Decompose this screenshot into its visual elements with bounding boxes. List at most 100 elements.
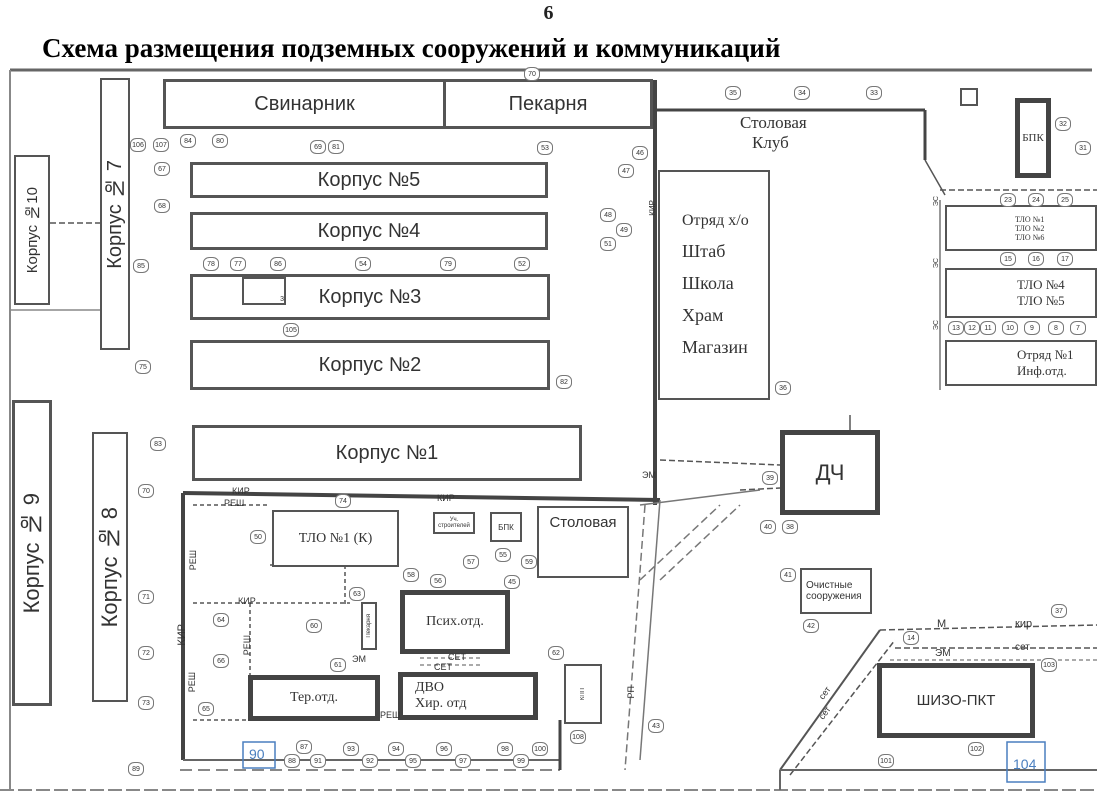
building-psih-otd: Псих.отд. xyxy=(400,590,510,654)
well-marker: 102 xyxy=(968,742,984,756)
tag-set-right: сет xyxy=(1015,642,1030,653)
well-marker: 68 xyxy=(154,199,170,213)
building-korpus-7: Корпус № 7 xyxy=(100,78,130,350)
building-korpus-2: Корпус №2 xyxy=(190,340,550,390)
korpus-4-label: Корпус №4 xyxy=(317,219,421,242)
well-marker: 65 xyxy=(198,702,214,716)
building-korpus-4: Корпус №4 xyxy=(190,212,548,250)
well-marker: 32 xyxy=(1055,117,1071,131)
well-marker: 86 xyxy=(270,257,286,271)
building-bpk-top: БПК xyxy=(1015,98,1051,178)
well-marker: 82 xyxy=(556,375,572,389)
building-dch: ДЧ xyxy=(780,430,880,515)
well-marker: 10 xyxy=(1002,321,1018,335)
well-marker: 70 xyxy=(138,484,154,498)
tag-resh-left2: РЕШ xyxy=(187,672,197,693)
gate-90: 90 xyxy=(249,746,265,762)
well-marker: 83 xyxy=(150,437,166,451)
svinarnik-label: Свинарник xyxy=(254,92,355,115)
well-marker: 7 xyxy=(1070,321,1086,335)
well-marker: 106 xyxy=(130,138,146,152)
well-marker: 98 xyxy=(497,742,513,756)
well-marker: 71 xyxy=(138,590,154,604)
tag-resh-v2: РЕШ xyxy=(380,710,401,720)
well-marker: 9 xyxy=(1024,321,1040,335)
well-marker: 92 xyxy=(362,754,378,768)
korpus-10-label: Корпус №10 xyxy=(23,186,41,274)
well-marker: 55 xyxy=(495,548,511,562)
hram-label: Храм xyxy=(682,305,724,325)
dvo-label: ДВО xyxy=(415,680,444,695)
shizo-label: ШИЗО-ПКТ xyxy=(916,692,996,709)
korpus-2-label: Корпус №2 xyxy=(318,353,422,376)
well-marker: 8 xyxy=(1048,321,1064,335)
well-marker: 74 xyxy=(335,494,351,508)
well-marker: 81 xyxy=(328,140,344,154)
stolovaya-label: Столовая xyxy=(740,113,807,132)
well-marker: 87 xyxy=(296,740,312,754)
page-title: Схема размещения подземных сооружений и … xyxy=(42,33,781,63)
magazin-label: Магазин xyxy=(682,337,748,357)
well-marker: 60 xyxy=(306,619,322,633)
building-otryad-shtab: Отряд х/о Штаб Школа Храм Магазин xyxy=(658,170,770,400)
kpp-small-label: КПП xyxy=(580,687,586,701)
tlo2-label: ТЛО №2 xyxy=(1015,223,1045,233)
well-marker: 94 xyxy=(388,742,404,756)
well-marker: 45 xyxy=(504,575,520,589)
well-marker: 100 xyxy=(532,742,548,756)
building-otryad-1: Отряд №1 Инф.отд. xyxy=(945,340,1097,386)
tlo5-label: ТЛО №5 xyxy=(1017,293,1065,308)
korpus-1-label: Корпус №1 xyxy=(335,441,439,464)
well-marker: 15 xyxy=(1000,252,1016,266)
building-shizo-pkt: ШИЗО-ПКТ xyxy=(877,663,1035,738)
well-marker: 107 xyxy=(153,138,169,152)
well-marker: 12 xyxy=(964,321,980,335)
tag-resh-left: РЕШ xyxy=(188,550,198,571)
well-marker: 23 xyxy=(1000,193,1016,207)
building-ter-otd: Тер.отд. xyxy=(248,675,380,721)
well-marker: 41 xyxy=(780,568,796,582)
well-marker: 31 xyxy=(1075,141,1091,155)
well-marker: 42 xyxy=(803,619,819,633)
building-tlo-4-5: ТЛО №4 ТЛО №5 xyxy=(945,268,1097,318)
building-pekarnya: Пекарня xyxy=(443,79,653,129)
building-korpus-8: Корпус № 8 xyxy=(92,432,128,702)
building-korpus-1: Корпус №1 xyxy=(192,425,582,481)
tag-rp: РП xyxy=(626,686,636,699)
pekarnya-small-label: Пекарня xyxy=(366,614,372,638)
well-marker: 69 xyxy=(310,140,326,154)
well-marker: 61 xyxy=(330,658,346,672)
dch-label: ДЧ xyxy=(815,459,845,485)
well-marker: 16 xyxy=(1028,252,1044,266)
pekarnya-label: Пекарня xyxy=(508,92,588,115)
building-tlo-1k: ТЛО №1 (К) xyxy=(272,510,399,567)
building-korpus-10: Корпус №10 xyxy=(14,155,50,305)
well-marker: 101 xyxy=(878,754,894,768)
otryad1-label: Отряд №1 xyxy=(1017,347,1074,362)
well-marker: 103 xyxy=(1041,658,1057,672)
tag-em-right: ЭМ xyxy=(935,648,951,659)
tlo4-label: ТЛО №4 xyxy=(1017,277,1065,292)
tag-set2: СЕТ xyxy=(434,662,452,672)
well-marker: 51 xyxy=(600,237,616,251)
well-marker: 84 xyxy=(180,134,196,148)
well-marker: 105 xyxy=(283,323,299,337)
tlo6-label: ТЛО №6 xyxy=(1015,232,1045,242)
otryad-ho-label: Отряд х/о xyxy=(682,212,749,229)
bpk-mid-label: БПК xyxy=(498,522,514,532)
well-marker: 14 xyxy=(903,631,919,645)
page-number: 6 xyxy=(543,2,554,24)
well-marker: 89 xyxy=(128,762,144,776)
small-structure-top xyxy=(960,88,978,106)
tag-set1: СЕТ xyxy=(448,652,466,662)
well-marker: 56 xyxy=(430,574,446,588)
well-marker: 38 xyxy=(782,520,798,534)
well-marker: 25 xyxy=(1057,193,1073,207)
well-marker: 53 xyxy=(537,141,553,155)
stolovaya-mid-label: Столовая xyxy=(549,514,617,531)
korpus-3-annex: 3 xyxy=(242,277,286,305)
tag-em1: ЭМ xyxy=(642,470,656,480)
tag-kir-otr: КИР xyxy=(648,200,657,216)
tag-kir-left: КИР xyxy=(238,596,256,606)
well-marker: 75 xyxy=(135,360,151,374)
